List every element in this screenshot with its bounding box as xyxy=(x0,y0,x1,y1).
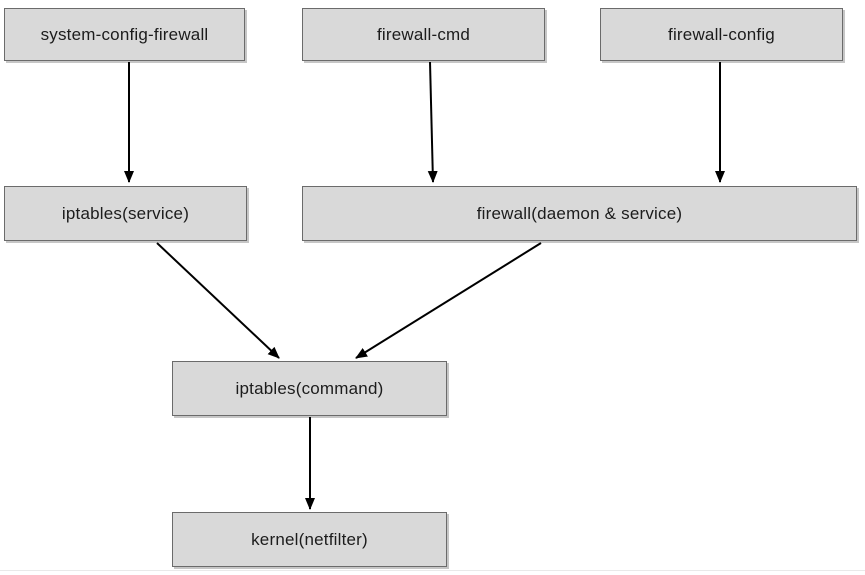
node-label: system-config-firewall xyxy=(40,24,209,44)
arrow-firewall-cmd-to-firewall-daemon-service xyxy=(427,61,438,183)
node-label: kernel(netfilter) xyxy=(251,529,368,549)
node-firewall-cmd: firewall-cmd xyxy=(302,8,545,61)
arrow-iptables-service-to-iptables-command xyxy=(156,242,280,359)
node-label: firewall-cmd xyxy=(376,24,471,44)
page-bottom-edge xyxy=(0,570,865,571)
node-label: firewall(daemon & service) xyxy=(476,203,683,223)
node-label: firewall-config xyxy=(668,24,775,44)
node-iptables-command: iptables(command) xyxy=(172,361,447,416)
node-label: iptables(command) xyxy=(235,378,384,398)
node-iptables-service: iptables(service) xyxy=(4,186,247,241)
arrow-firewall-daemon-service-to-iptables-command xyxy=(355,242,542,359)
node-kernel-netfilter: kernel(netfilter) xyxy=(172,512,447,567)
node-firewall-config: firewall-config xyxy=(600,8,843,61)
node-label: iptables(service) xyxy=(61,203,190,223)
node-system-config-firewall: system-config-firewall xyxy=(4,8,245,61)
node-firewall-daemon-service: firewall(daemon & service) xyxy=(302,186,857,241)
